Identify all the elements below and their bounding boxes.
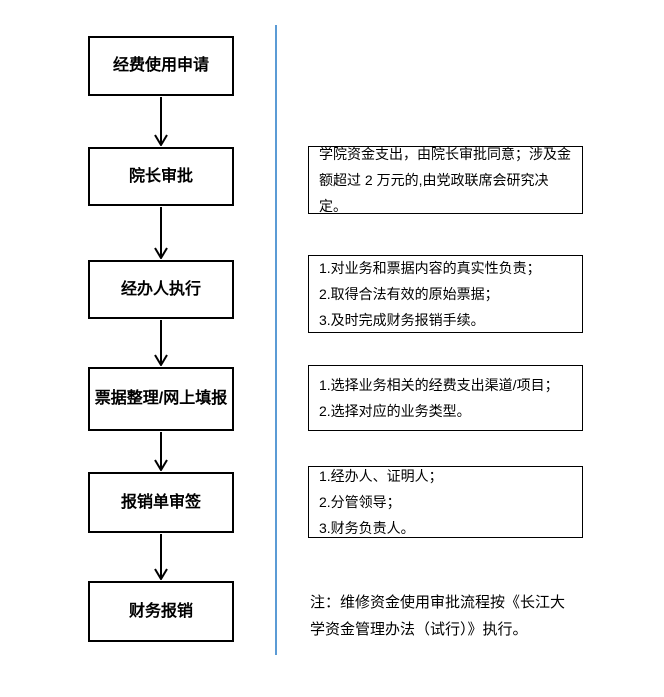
- flow-step-financial-reimbursement: 财务报销: [88, 581, 234, 642]
- annotation-text: 1.选择业务相关的经费支出渠道/项目；: [319, 377, 559, 393]
- arrow-down-icon: [153, 206, 169, 259]
- arrow-down-icon: [153, 96, 169, 146]
- arrow-down-icon: [153, 431, 169, 471]
- flow-step-funding-application: 经费使用申请: [88, 36, 234, 96]
- arrow-down-icon: [153, 533, 169, 580]
- annotation-text: 学院资金支出，由院长审批同意；涉及金额超过 2 万元的,由党政联席会研究决定。: [319, 146, 571, 214]
- annotation-handler-duties: 1.对业务和票据内容的真实性负责； 2.取得合法有效的原始票据； 3.及时完成财…: [308, 255, 583, 333]
- annotation-text: 2.选择对应的业务类型。: [319, 403, 471, 419]
- annotation-text: 1.对业务和票据内容的真实性负责；: [319, 260, 541, 276]
- annotation-text: 2.取得合法有效的原始票据；: [319, 286, 499, 302]
- annotation-text: 1.经办人、证明人；: [319, 468, 443, 484]
- divider-line: [275, 25, 277, 655]
- annotation-text: 3.财务负责人。: [319, 520, 415, 536]
- flow-step-receipt-online-filing: 票据整理/网上填报: [88, 367, 234, 431]
- footnote: 注：维修资金使用审批流程按《长江大学资金管理办法（试行）》执行。: [310, 594, 566, 638]
- annotation-text: 3.及时完成财务报销手续。: [319, 312, 485, 328]
- annotation-signers: 1.经办人、证明人； 2.分管领导； 3.财务负责人。: [308, 466, 583, 538]
- flow-step-dean-approval: 院长审批: [88, 147, 234, 206]
- annotation-filing-steps: 1.选择业务相关的经费支出渠道/项目； 2.选择对应的业务类型。: [308, 365, 583, 431]
- annotation-dean-approval-rule: 学院资金支出，由院长审批同意；涉及金额超过 2 万元的,由党政联席会研究决定。: [308, 146, 583, 214]
- arrow-down-icon: [153, 319, 169, 366]
- annotation-text: 2.分管领导；: [319, 494, 401, 510]
- flow-step-form-signing: 报销单审签: [88, 472, 234, 533]
- flow-step-handler-execution: 经办人执行: [88, 260, 234, 319]
